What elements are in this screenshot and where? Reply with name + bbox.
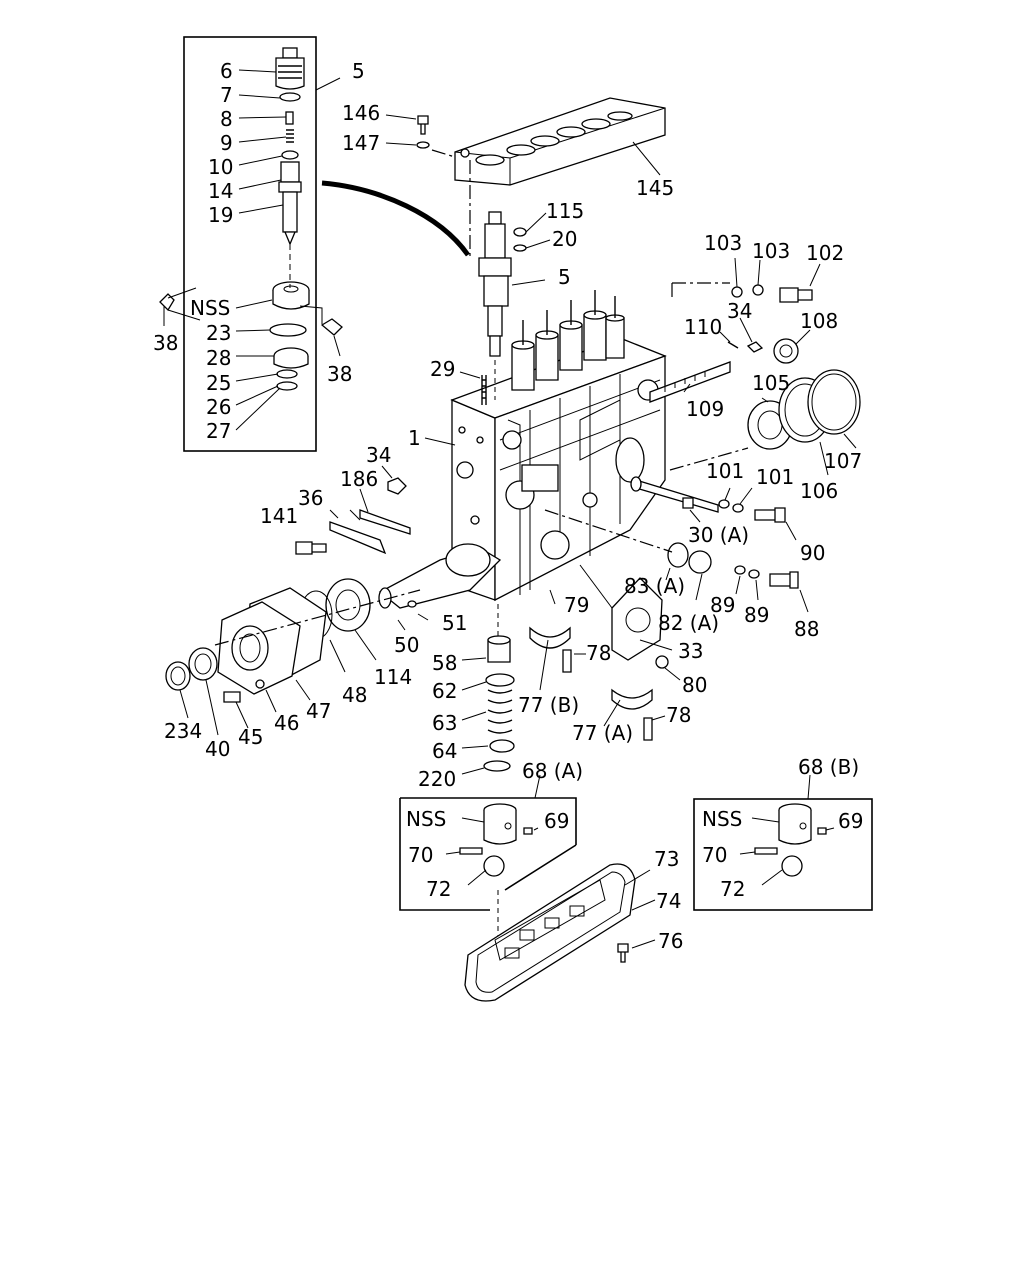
label-34-right: 34 <box>727 299 752 323</box>
label-107: 107 <box>824 449 862 473</box>
label-69b: 69 <box>838 809 863 833</box>
label-50: 50 <box>394 633 419 657</box>
label-102: 102 <box>806 241 844 265</box>
label-38-left: 38 <box>153 331 178 355</box>
label-109: 109 <box>686 397 724 421</box>
label-101-right: 101 <box>756 465 794 489</box>
roller-tappet-inset-b <box>693 774 873 911</box>
label-68a: 68 (A) <box>522 759 583 783</box>
label-33: 33 <box>678 639 703 663</box>
label-105: 105 <box>752 371 790 395</box>
label-79: 79 <box>564 593 589 617</box>
label-234: 234 <box>164 719 202 743</box>
label-110: 110 <box>684 315 722 339</box>
tappet-stack <box>461 589 666 775</box>
label-103-left: 103 <box>704 231 742 255</box>
label-69a: 69 <box>544 809 569 833</box>
label-89-left: 89 <box>710 593 735 617</box>
label-7: 7 <box>220 83 233 107</box>
label-30a: 30 (A) <box>688 523 749 547</box>
label-78-upper: 78 <box>586 641 611 665</box>
label-46: 46 <box>274 711 299 735</box>
label-77a: 77 (A) <box>572 721 633 745</box>
label-5: 5 <box>352 59 365 83</box>
label-76: 76 <box>658 929 683 953</box>
label-25: 25 <box>206 371 231 395</box>
label-89-right: 89 <box>744 603 769 627</box>
label-72b: 72 <box>720 877 745 901</box>
label-88: 88 <box>794 617 819 641</box>
delivery-holder-assembly <box>459 160 551 405</box>
label-72a: 72 <box>426 877 451 901</box>
label-40: 40 <box>205 737 230 761</box>
label-70a: 70 <box>408 843 433 867</box>
label-103-right: 103 <box>752 239 790 263</box>
label-64: 64 <box>432 739 457 763</box>
label-68b: 68 (B) <box>798 755 859 779</box>
label-141: 141 <box>260 504 298 528</box>
label-34-left: 34 <box>366 443 391 467</box>
camshaft-components <box>165 465 502 736</box>
right-side-components <box>544 257 861 681</box>
label-45: 45 <box>238 725 263 749</box>
label-26: 26 <box>206 395 231 419</box>
label-62: 62 <box>432 679 457 703</box>
label-146: 146 <box>342 101 380 125</box>
top-cover-plate <box>385 97 666 186</box>
label-101-left: 101 <box>706 459 744 483</box>
label-20: 20 <box>552 227 577 251</box>
label-70b: 70 <box>702 843 727 867</box>
label-108: 108 <box>800 309 838 333</box>
roller-tappet-inset-a <box>399 774 577 950</box>
label-1: 1 <box>408 426 421 450</box>
delivery-valve-inset <box>159 36 343 452</box>
label-23: 23 <box>206 321 231 345</box>
label-147: 147 <box>342 131 380 155</box>
label-38-right: 38 <box>327 362 352 386</box>
label-51: 51 <box>442 611 467 635</box>
label-6: 6 <box>220 59 233 83</box>
label-73: 73 <box>654 847 679 871</box>
label-145: 145 <box>636 176 674 200</box>
label-47: 47 <box>306 699 331 723</box>
label-8: 8 <box>220 107 233 131</box>
label-29: 29 <box>430 357 455 381</box>
label-36: 36 <box>298 486 323 510</box>
label-63: 63 <box>432 711 457 735</box>
label-nss-a: NSS <box>406 807 446 831</box>
label-14: 14 <box>208 179 233 203</box>
label-78-lower: 78 <box>666 703 691 727</box>
label-90: 90 <box>800 541 825 565</box>
label-115: 115 <box>546 199 584 223</box>
label-19: 19 <box>208 203 233 227</box>
bottom-cover-plate <box>464 863 656 1002</box>
label-83a: 83 (A) <box>624 574 685 598</box>
label-9: 9 <box>220 131 233 155</box>
label-48: 48 <box>342 683 367 707</box>
label-82a: 82 (A) <box>658 611 719 635</box>
label-106: 106 <box>800 479 838 503</box>
label-28: 28 <box>206 346 231 370</box>
label-nss-upper: NSS <box>190 296 230 320</box>
label-58: 58 <box>432 651 457 675</box>
label-114: 114 <box>374 665 412 689</box>
label-5-upper: 5 <box>558 265 571 289</box>
label-10: 10 <box>208 155 233 179</box>
label-27: 27 <box>206 419 231 443</box>
label-nss-b: NSS <box>702 807 742 831</box>
label-220: 220 <box>418 767 456 791</box>
callout-arrow <box>321 180 471 257</box>
label-186: 186 <box>340 467 378 491</box>
label-80: 80 <box>682 673 707 697</box>
label-77b: 77 (B) <box>518 693 579 717</box>
label-74: 74 <box>656 889 681 913</box>
part-number-labels: 6 5 7 8 9 10 14 19 NSS 23 28 25 26 27 38… <box>153 59 863 953</box>
